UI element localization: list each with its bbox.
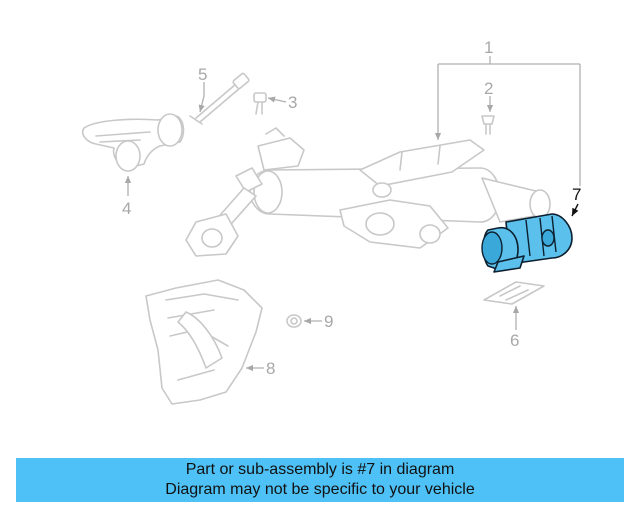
callout-3: 3 xyxy=(288,93,297,112)
bolt-part-5[interactable] xyxy=(189,72,250,125)
callout-5: 5 xyxy=(198,65,207,84)
caption-line-2: Diagram may not be specific to your vehi… xyxy=(165,481,475,498)
clip-part-3[interactable] xyxy=(253,92,267,115)
caption-banner: Part or sub-assembly is #7 in diagram Di… xyxy=(16,458,624,502)
leader-lines xyxy=(124,56,581,372)
callout-4: 4 xyxy=(122,199,131,218)
callout-6: 6 xyxy=(510,331,519,350)
grommet-part-9[interactable] xyxy=(286,314,302,328)
screw-part-2[interactable] xyxy=(481,115,495,135)
cover-part-8[interactable] xyxy=(145,279,263,405)
callout-2: 2 xyxy=(484,79,493,98)
parts-diagram: 1 2 3 4 5 6 7 8 9 xyxy=(81,38,581,405)
callout-7: 7 xyxy=(572,185,581,204)
callout-1: 1 xyxy=(484,38,493,57)
caption-line-1: Part or sub-assembly is #7 in diagram xyxy=(185,461,455,478)
callout-8: 8 xyxy=(266,359,275,378)
bracket-part-4[interactable] xyxy=(81,113,185,172)
plate-part-6[interactable] xyxy=(483,281,545,305)
steering-column-part-1[interactable] xyxy=(185,127,551,257)
highlighted-part-7[interactable] xyxy=(481,213,573,273)
callout-9: 9 xyxy=(324,312,333,331)
